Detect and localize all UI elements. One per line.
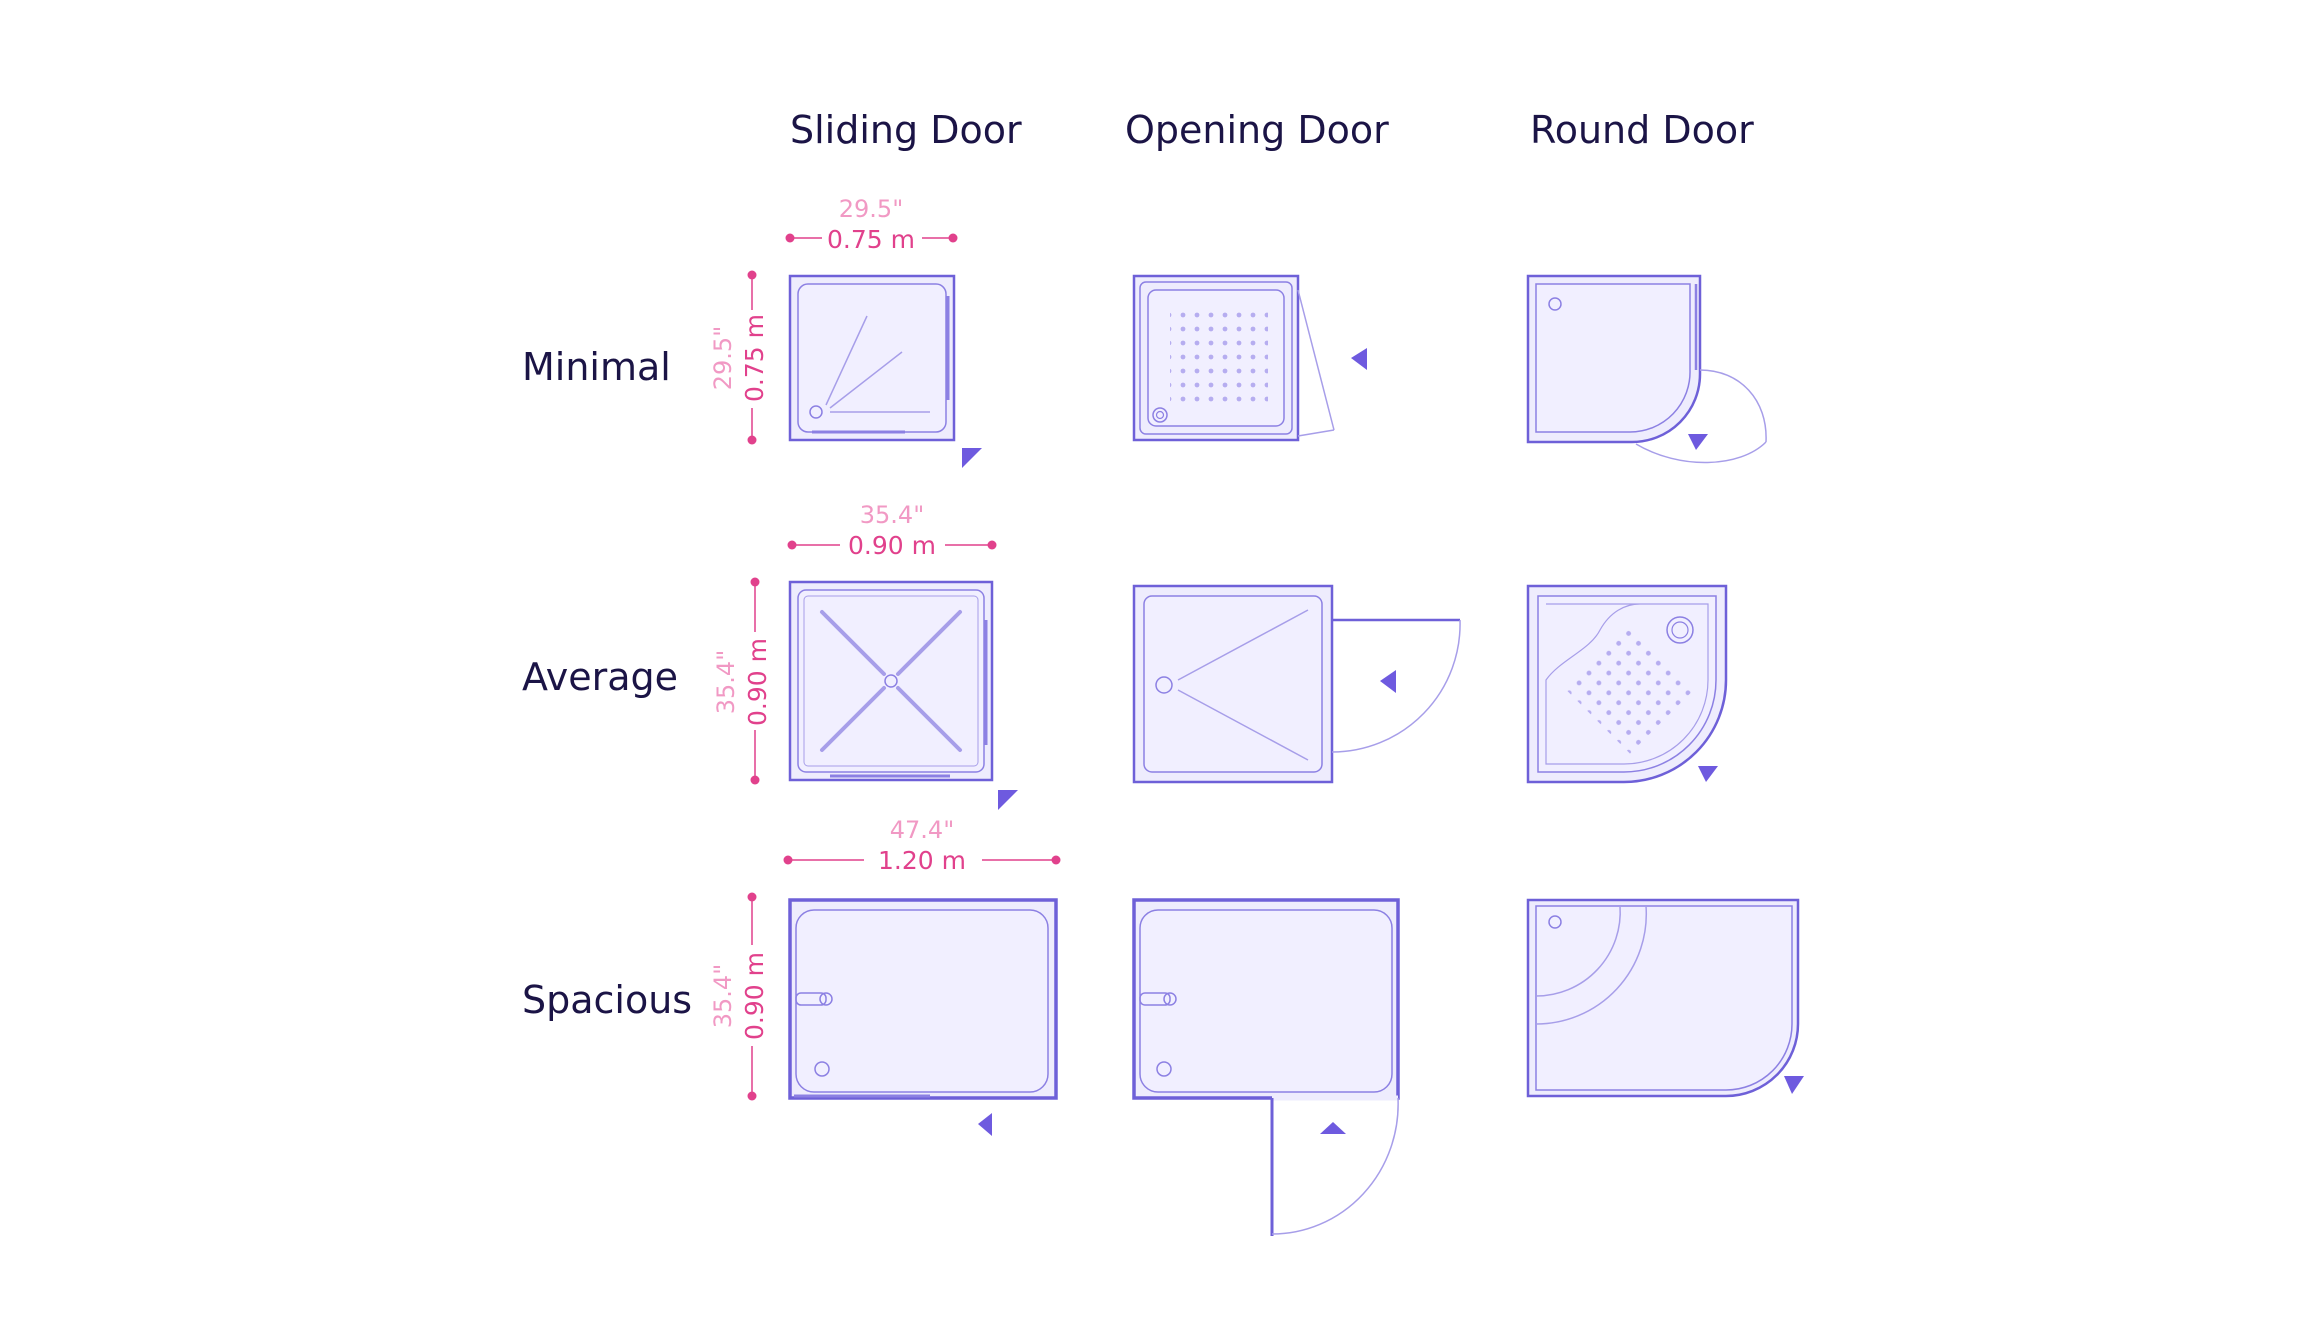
dimension-depth-average: 35.4" 0.90 m: [712, 577, 772, 785]
dimension-width-average: 35.4" 0.90 m: [787, 501, 997, 560]
plan-average-opening-door: [1132, 584, 1461, 784]
depth-imperial-spacious: 35.4": [709, 964, 737, 1028]
depth-imperial-minimal: 29.5": [709, 326, 737, 390]
row-heading-minimal: Minimal: [522, 345, 671, 389]
door-marker-icon: [1688, 434, 1708, 450]
door-marker-icon: [1784, 1076, 1804, 1094]
plan-average-sliding-door: [788, 580, 1018, 810]
plan-minimal-sliding-door: [788, 274, 982, 468]
door-marker-icon: [1320, 1122, 1346, 1134]
door-marker-icon: [1380, 670, 1396, 693]
plan-minimal-opening-door: [1132, 274, 1367, 442]
width-metric-spacious: 1.20 m: [878, 846, 966, 875]
door-marker-icon: [962, 448, 982, 468]
row-heading-average: Average: [522, 655, 679, 699]
door-marker-icon: [978, 1113, 992, 1136]
door-marker-icon: [998, 790, 1018, 810]
plan-minimal-round-door: [1526, 274, 1767, 464]
width-imperial-average: 35.4": [860, 501, 924, 529]
dimension-width-minimal: 29.5" 0.75 m: [785, 195, 958, 254]
width-imperial-spacious: 47.4": [890, 816, 954, 844]
plan-spacious-sliding-door: [788, 898, 1058, 1136]
row-heading-spacious: Spacious: [522, 978, 693, 1022]
dimension-depth-spacious: 35.4" 0.90 m: [709, 892, 769, 1101]
plan-spacious-round-door: [1526, 898, 1804, 1098]
depth-metric-average: 0.90 m: [743, 638, 772, 726]
column-heading-opening-door: Opening Door: [1125, 108, 1389, 152]
width-metric-minimal: 0.75 m: [827, 225, 915, 254]
column-heading-sliding-door: Sliding Door: [790, 108, 1022, 152]
door-marker-icon: [1698, 766, 1718, 782]
plan-spacious-opening-door: [1132, 898, 1400, 1236]
depth-metric-spacious: 0.90 m: [740, 952, 769, 1040]
column-heading-round-door: Round Door: [1530, 108, 1754, 152]
dimension-width-spacious: 47.4" 1.20 m: [783, 816, 1061, 875]
depth-imperial-average: 35.4": [712, 650, 740, 714]
plan-average-round-door: [1526, 584, 1728, 784]
door-marker-icon: [1351, 348, 1367, 370]
width-imperial-minimal: 29.5": [839, 195, 903, 223]
width-metric-average: 0.90 m: [848, 531, 936, 560]
depth-metric-minimal: 0.75 m: [740, 314, 769, 402]
dimension-depth-minimal: 29.5" 0.75 m: [709, 270, 769, 445]
